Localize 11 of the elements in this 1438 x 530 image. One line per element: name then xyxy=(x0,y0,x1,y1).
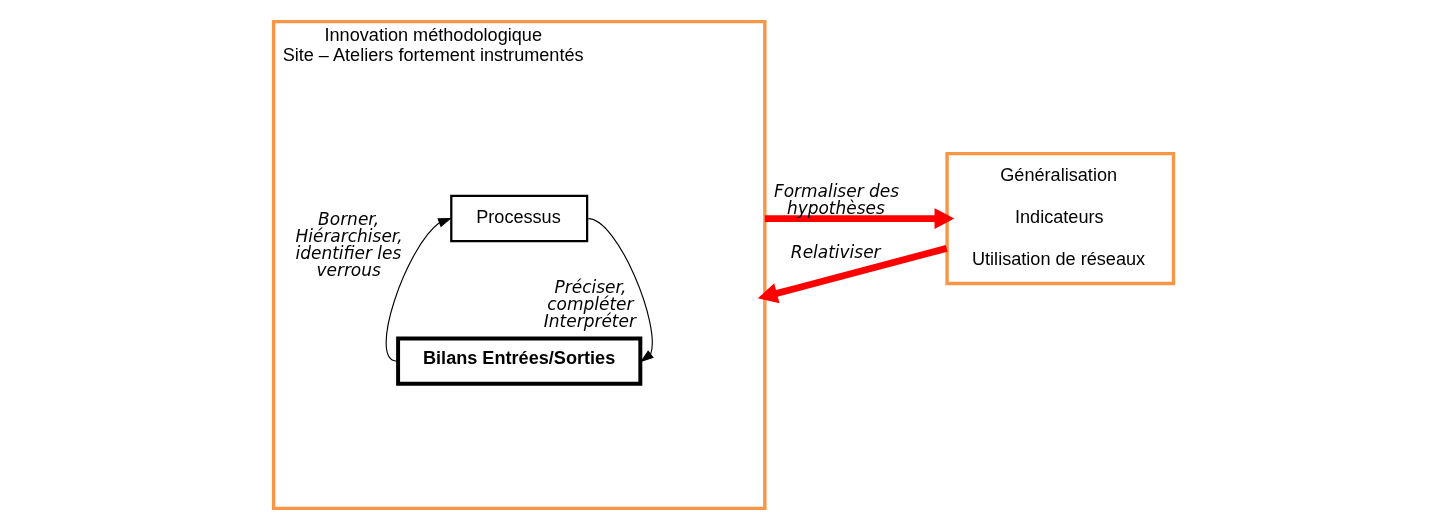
node-box: Processus xyxy=(450,194,589,243)
arrow xyxy=(757,245,948,304)
arrow xyxy=(587,218,654,363)
node-box: Généralisation Indicateurs Utilisation de réseaux xyxy=(945,151,1176,286)
node-box: Bilans Entrées/Sorties xyxy=(396,336,643,386)
edge-label: Préciser, compléter Interpréter xyxy=(543,277,636,332)
arrow xyxy=(385,218,452,362)
edge-label: Formaliser des hypothèses xyxy=(773,181,900,219)
arrow xyxy=(764,208,955,229)
edge-label: Relativiser xyxy=(790,242,881,263)
edge-label: Borner, Hiérarchiser, identifier les verrous xyxy=(295,209,403,280)
